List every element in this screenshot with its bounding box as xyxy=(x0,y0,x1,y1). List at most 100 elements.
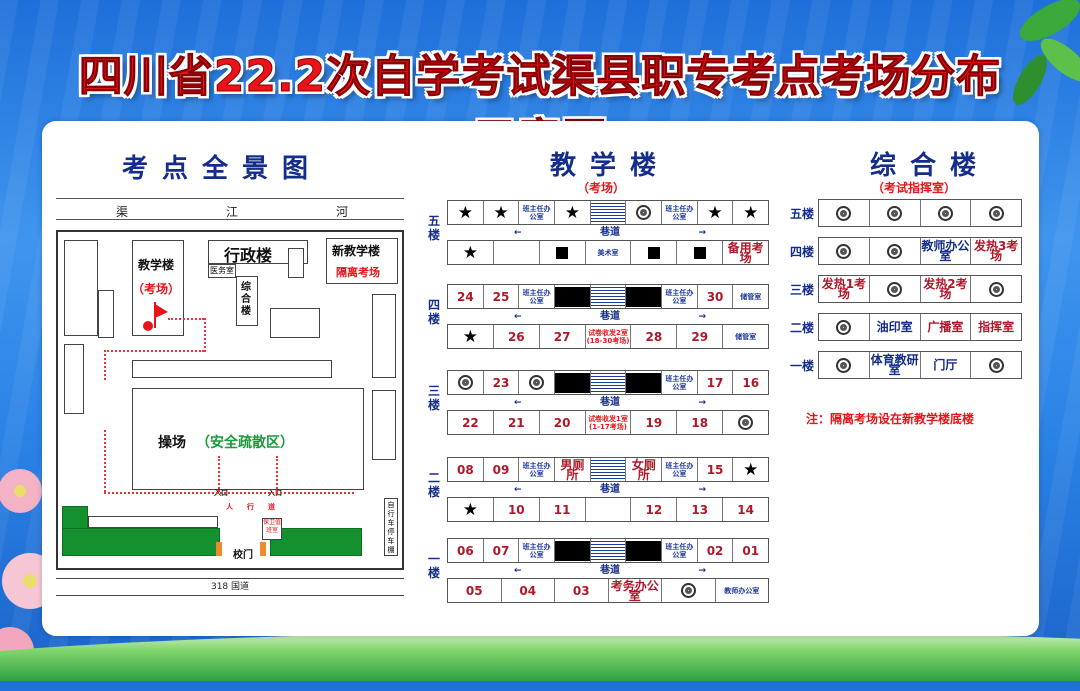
room-cell[interactable]: 班主任办公室 xyxy=(662,371,698,394)
star-icon[interactable]: ★ xyxy=(484,201,520,224)
room-cell[interactable]: 16 xyxy=(742,375,760,390)
room-cell[interactable] xyxy=(971,352,1021,378)
room-cell[interactable]: 28 xyxy=(631,325,678,348)
room-cell[interactable]: 09 xyxy=(484,458,520,481)
teaching-building-map[interactable] xyxy=(132,240,184,336)
star-icon[interactable]: ★ xyxy=(555,201,591,224)
room-cell[interactable] xyxy=(723,411,768,434)
room-cell[interactable]: 教师办公室 xyxy=(921,238,972,264)
room-cell[interactable]: 19 xyxy=(631,411,678,434)
room-cell[interactable]: 男厕所 xyxy=(555,458,591,481)
room-cell[interactable]: 17 xyxy=(698,371,734,394)
room-cell[interactable] xyxy=(626,539,663,562)
room-cell[interactable]: 班主任办公室 xyxy=(662,201,698,224)
star-icon[interactable]: ★ xyxy=(698,201,734,224)
room-cell[interactable]: 18 xyxy=(677,411,724,434)
room-cell[interactable]: 班主任办公室 xyxy=(662,539,698,562)
room-cell[interactable]: 储管室 xyxy=(735,332,757,341)
room-cell[interactable]: 体育教研室 xyxy=(870,352,921,378)
room-cell[interactable] xyxy=(819,200,870,226)
room-cell[interactable]: 班主任办公室 xyxy=(662,285,698,308)
room-cell[interactable]: 15 xyxy=(698,458,734,481)
room-cell[interactable] xyxy=(555,285,591,308)
room-cell[interactable] xyxy=(870,238,921,264)
room-cell[interactable] xyxy=(494,241,540,264)
stairs xyxy=(590,285,627,308)
room-cell[interactable]: 05 xyxy=(448,579,502,602)
room-cell[interactable]: 12 xyxy=(631,498,678,521)
room-cell[interactable] xyxy=(555,539,591,562)
room-cell[interactable]: 10 xyxy=(494,498,540,521)
room-cell[interactable]: 25 xyxy=(484,285,520,308)
star-icon[interactable]: ★ xyxy=(448,325,494,348)
star-icon[interactable]: ★ xyxy=(448,498,494,521)
evac-arrow xyxy=(218,456,220,492)
room-cell[interactable]: 07 xyxy=(484,539,520,562)
room-cell[interactable] xyxy=(819,352,870,378)
room-cell[interactable]: 女厕所 xyxy=(626,458,663,481)
room-cell[interactable]: 30 xyxy=(698,285,734,308)
room-cell[interactable]: 08 xyxy=(448,458,484,481)
room-cell[interactable]: 发热3考场 xyxy=(973,239,1019,263)
room-cell[interactable] xyxy=(819,238,870,264)
room-cell[interactable] xyxy=(448,371,484,394)
room-cell[interactable] xyxy=(971,276,1021,302)
room-cell[interactable] xyxy=(626,371,663,394)
room-cell[interactable]: 06 xyxy=(448,539,484,562)
room-cell[interactable]: 油印室 xyxy=(870,314,921,340)
room-cell[interactable]: 教师办公室 xyxy=(724,586,760,595)
room-cell[interactable] xyxy=(626,285,663,308)
star-icon[interactable]: ★ xyxy=(448,241,494,264)
room-cell[interactable]: 班主任办公室 xyxy=(519,201,556,224)
room-cell[interactable]: 指挥室 xyxy=(978,320,1015,334)
room-cell[interactable]: 门厅 xyxy=(921,352,972,378)
room-cell[interactable]: 21 xyxy=(494,411,540,434)
star-icon[interactable]: ★ xyxy=(743,459,759,480)
room-cell[interactable]: 储管室 xyxy=(740,292,762,301)
room-cell[interactable]: 23 xyxy=(484,371,520,394)
room-cell[interactable]: 24 xyxy=(448,285,484,308)
room-cell[interactable] xyxy=(819,314,870,340)
room-cell[interactable]: 13 xyxy=(677,498,724,521)
room-cell[interactable] xyxy=(870,200,921,226)
room-cell[interactable] xyxy=(586,498,632,521)
room-cell[interactable]: 班主任办公室 xyxy=(519,539,556,562)
room-cell[interactable]: 03 xyxy=(555,579,609,602)
room-cell[interactable]: 11 xyxy=(540,498,586,521)
room-cell[interactable]: 26 xyxy=(494,325,540,348)
star-icon[interactable]: ★ xyxy=(743,202,759,223)
room-cell[interactable]: 01 xyxy=(742,543,760,558)
room-cell[interactable]: 04 xyxy=(502,579,555,602)
room-cell[interactable] xyxy=(555,371,591,394)
room-cell[interactable]: 发热2考场 xyxy=(921,276,972,302)
room-cell[interactable]: 班主任办公室 xyxy=(662,458,698,481)
room-cell[interactable]: 22 xyxy=(448,411,494,434)
room-cell[interactable] xyxy=(626,201,663,224)
room-cell[interactable]: 试卷收发2室(18-30考场) xyxy=(586,325,632,348)
room-cell[interactable]: 29 xyxy=(677,325,724,348)
room-cell[interactable] xyxy=(870,276,921,302)
room-cell[interactable] xyxy=(921,200,972,226)
room-cell[interactable]: 02 xyxy=(698,539,734,562)
room-cell[interactable]: 备用考场 xyxy=(727,241,764,264)
room-cell[interactable] xyxy=(662,579,716,602)
room-cell[interactable] xyxy=(519,371,556,394)
new-building-map[interactable] xyxy=(326,238,398,284)
room-cell[interactable] xyxy=(677,241,724,264)
room-cell[interactable]: 发热1考场 xyxy=(819,276,870,302)
room-cell[interactable]: 27 xyxy=(540,325,586,348)
room-cell[interactable]: 试卷收发1室(1-17考场) xyxy=(586,411,632,434)
room-cell[interactable]: 广播室 xyxy=(921,314,972,340)
comp-building-map[interactable] xyxy=(236,276,258,326)
room-cell[interactable] xyxy=(631,241,678,264)
playground[interactable] xyxy=(132,388,364,490)
room-cell[interactable]: 14 xyxy=(737,502,754,517)
star-icon[interactable]: ★ xyxy=(448,201,484,224)
room-cell[interactable] xyxy=(971,200,1021,226)
room-cell[interactable]: 班主任办公室 xyxy=(519,458,556,481)
room-cell[interactable]: 班主任办公室 xyxy=(519,285,556,308)
room-cell[interactable] xyxy=(540,241,586,264)
room-cell[interactable]: 美术室 xyxy=(586,241,632,264)
room-cell[interactable]: 考务办公室 xyxy=(609,579,662,602)
room-cell[interactable]: 20 xyxy=(540,411,586,434)
